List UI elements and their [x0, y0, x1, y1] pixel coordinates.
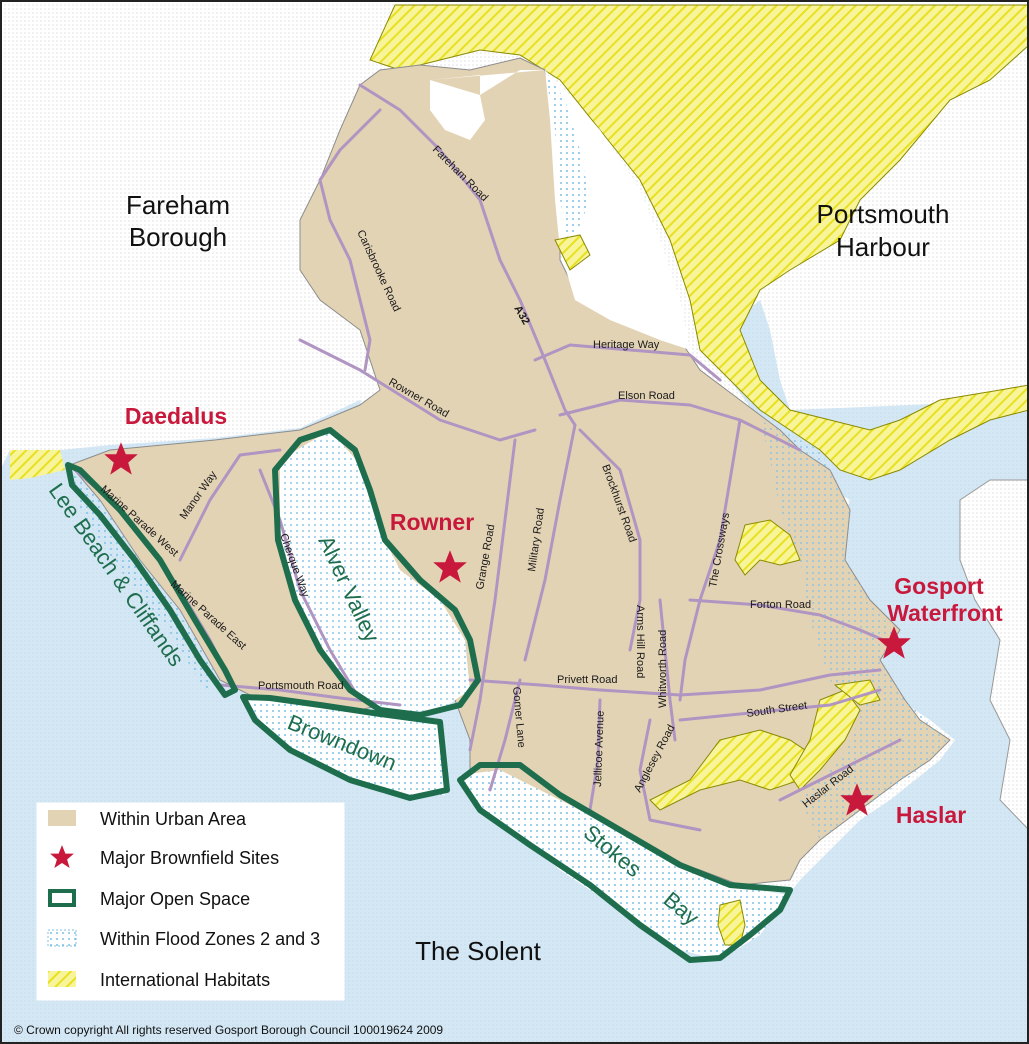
road-a32	[358, 83, 577, 427]
legend-item-urban: Within Urban Area	[100, 809, 247, 829]
habitat-forton-lake	[734, 519, 801, 576]
road-label-privett: Privett Road	[557, 674, 618, 686]
open-space-alver-valley	[272, 427, 481, 718]
legend: Within Urban Area Major Brownfield Sites…	[36, 802, 345, 1001]
open-space-browndown	[240, 694, 450, 801]
road-jellicoe	[588, 698, 602, 812]
legend-item-flood: Within Flood Zones 2 and 3	[100, 929, 320, 949]
road-privett	[468, 668, 882, 697]
road-label-whitworth: Whitworth Road	[657, 630, 669, 708]
yellow-hatch-icon	[48, 971, 76, 987]
flood-dots-icon	[47, 929, 77, 947]
road-carisbrooke	[318, 108, 382, 372]
road-label-jellicoe: Jellicoe Avenue	[592, 710, 607, 787]
flood-zone-north	[545, 70, 590, 250]
road-crossways	[678, 418, 742, 702]
road-military	[523, 423, 577, 662]
west-habitat	[10, 450, 65, 480]
flood-zone-stokes	[460, 770, 790, 960]
site-gosport-line2: Waterfront	[887, 600, 1003, 626]
road-label-elson: Elson Road	[618, 390, 675, 402]
open-space-outlines	[65, 427, 793, 963]
road-cherque	[258, 468, 362, 702]
road-label-gomer: Gomer Lane	[510, 686, 527, 748]
road-label-heritage: Heritage Way	[593, 339, 660, 351]
star-icon	[840, 783, 874, 816]
flood-zone-east	[760, 420, 950, 840]
road-elson	[558, 398, 802, 452]
open-space-stokes-bay	[457, 762, 793, 963]
legend-box	[36, 802, 345, 1001]
road-manor	[178, 448, 282, 562]
site-haslar: Haslar	[896, 802, 966, 828]
portsmouth-land	[959, 479, 1029, 831]
site-gosport-line1: Gosport	[894, 573, 984, 599]
road-network	[73, 83, 902, 832]
legend-item-brownfield: Major Brownfield Sites	[100, 848, 279, 868]
star-icon	[877, 626, 911, 659]
road-label-portsmouth: Portsmouth Road	[258, 680, 344, 692]
star-icon	[104, 442, 138, 475]
road-rowner	[298, 338, 537, 442]
star-icon	[433, 550, 467, 583]
open-space-lee-beach	[65, 462, 238, 698]
place-fareham-line1: Fareham	[126, 190, 230, 220]
legend-item-habitats: International Habitats	[100, 970, 270, 990]
road-anglesey	[638, 718, 702, 832]
place-solent: The Solent	[415, 936, 542, 966]
habitat-north-strip	[554, 234, 591, 271]
road-heritage	[533, 343, 722, 382]
green-outline-icon	[48, 889, 76, 907]
road-grange	[468, 438, 517, 752]
place-portsmouth-line2: Harbour	[836, 232, 930, 262]
road-gomer	[488, 678, 522, 792]
copyright-note: © Crown copyright All rights reserved Go…	[14, 1023, 443, 1037]
road-label-forton: Forton Road	[750, 599, 811, 611]
place-portsmouth-line1: Portsmouth	[817, 199, 950, 229]
rural-north	[430, 70, 690, 350]
brownfield-markers	[104, 442, 911, 816]
urban-swatch-icon	[48, 810, 76, 826]
legend-item-open-space: Major Open Space	[100, 889, 250, 909]
road-south-street	[678, 688, 882, 722]
site-rowner: Rowner	[390, 509, 474, 535]
habitat-haslar-creek	[649, 729, 821, 811]
flood-zone-alver	[280, 430, 470, 712]
road-brockhurst	[578, 428, 642, 652]
road-whitworth	[658, 598, 677, 742]
site-daedalus: Daedalus	[125, 403, 227, 429]
rural-north-west	[430, 80, 485, 140]
road-forton	[688, 598, 897, 647]
road-haslar	[778, 738, 902, 802]
place-fareham-line2: Borough	[129, 222, 227, 252]
flood-zone-browndown	[245, 697, 445, 795]
star-icon	[50, 845, 74, 869]
road-label-arms-hill: Arms Hill Road	[634, 605, 646, 678]
